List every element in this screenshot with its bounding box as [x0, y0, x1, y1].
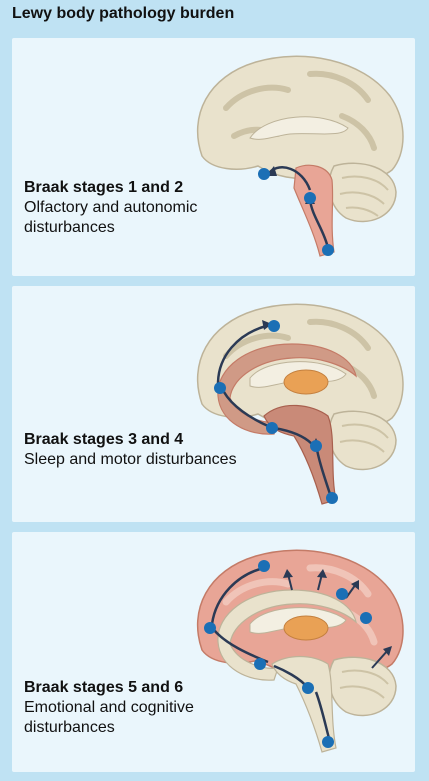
node-limbic — [204, 622, 216, 634]
stage-panel-2: Braak stages 3 and 4 Sleep and motor dis… — [12, 286, 415, 522]
node-limbic — [214, 382, 226, 394]
node-cortex — [268, 320, 280, 332]
node-medulla — [302, 682, 314, 694]
stage-caption-2: Braak stages 3 and 4 Sleep and motor dis… — [24, 430, 237, 470]
node-olfactory — [258, 168, 270, 180]
node-medulla — [310, 440, 322, 452]
stage-label: Braak stages 5 and 6 — [24, 678, 254, 698]
stage-label: Braak stages 1 and 2 — [24, 178, 254, 198]
stage-description: Olfactory and autonomic disturbances — [24, 198, 254, 238]
stage-panel-1: Braak stages 1 and 2 Olfactory and auton… — [12, 38, 415, 276]
stage-caption-1: Braak stages 1 and 2 Olfactory and auton… — [24, 178, 254, 238]
node-spinal — [322, 244, 334, 256]
node-midbrain — [266, 422, 278, 434]
node-midbrain — [254, 658, 266, 670]
node-occipital-cortex — [360, 612, 372, 624]
stage-description: Sleep and motor disturbances — [24, 450, 237, 470]
node-frontal-cortex — [258, 560, 270, 572]
stage-description: Emotional and cognitive disturbances — [24, 698, 254, 738]
node-medulla — [304, 192, 316, 204]
thalamus — [284, 616, 328, 640]
brain-diagram-stage-1-2 — [12, 38, 415, 276]
node-parietal-cortex — [336, 588, 348, 600]
brainstem-pathology — [264, 405, 336, 504]
node-spinal — [322, 736, 334, 748]
thalamus — [284, 370, 328, 394]
figure-title: Lewy body pathology burden — [12, 5, 234, 23]
brain-diagram-stage-3-4 — [12, 286, 415, 522]
node-spinal — [326, 492, 338, 504]
stage-label: Braak stages 3 and 4 — [24, 430, 237, 450]
stage-caption-3: Braak stages 5 and 6 Emotional and cogni… — [24, 678, 254, 738]
stage-panel-3: Braak stages 5 and 6 Emotional and cogni… — [12, 532, 415, 772]
